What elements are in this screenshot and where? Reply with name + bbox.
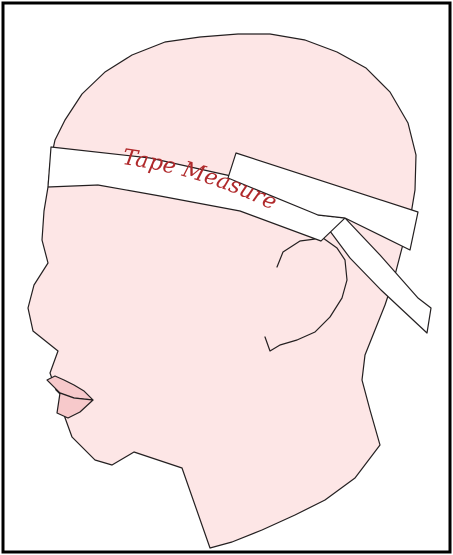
head-measurement-illustration: Tape Measure [0, 0, 453, 555]
